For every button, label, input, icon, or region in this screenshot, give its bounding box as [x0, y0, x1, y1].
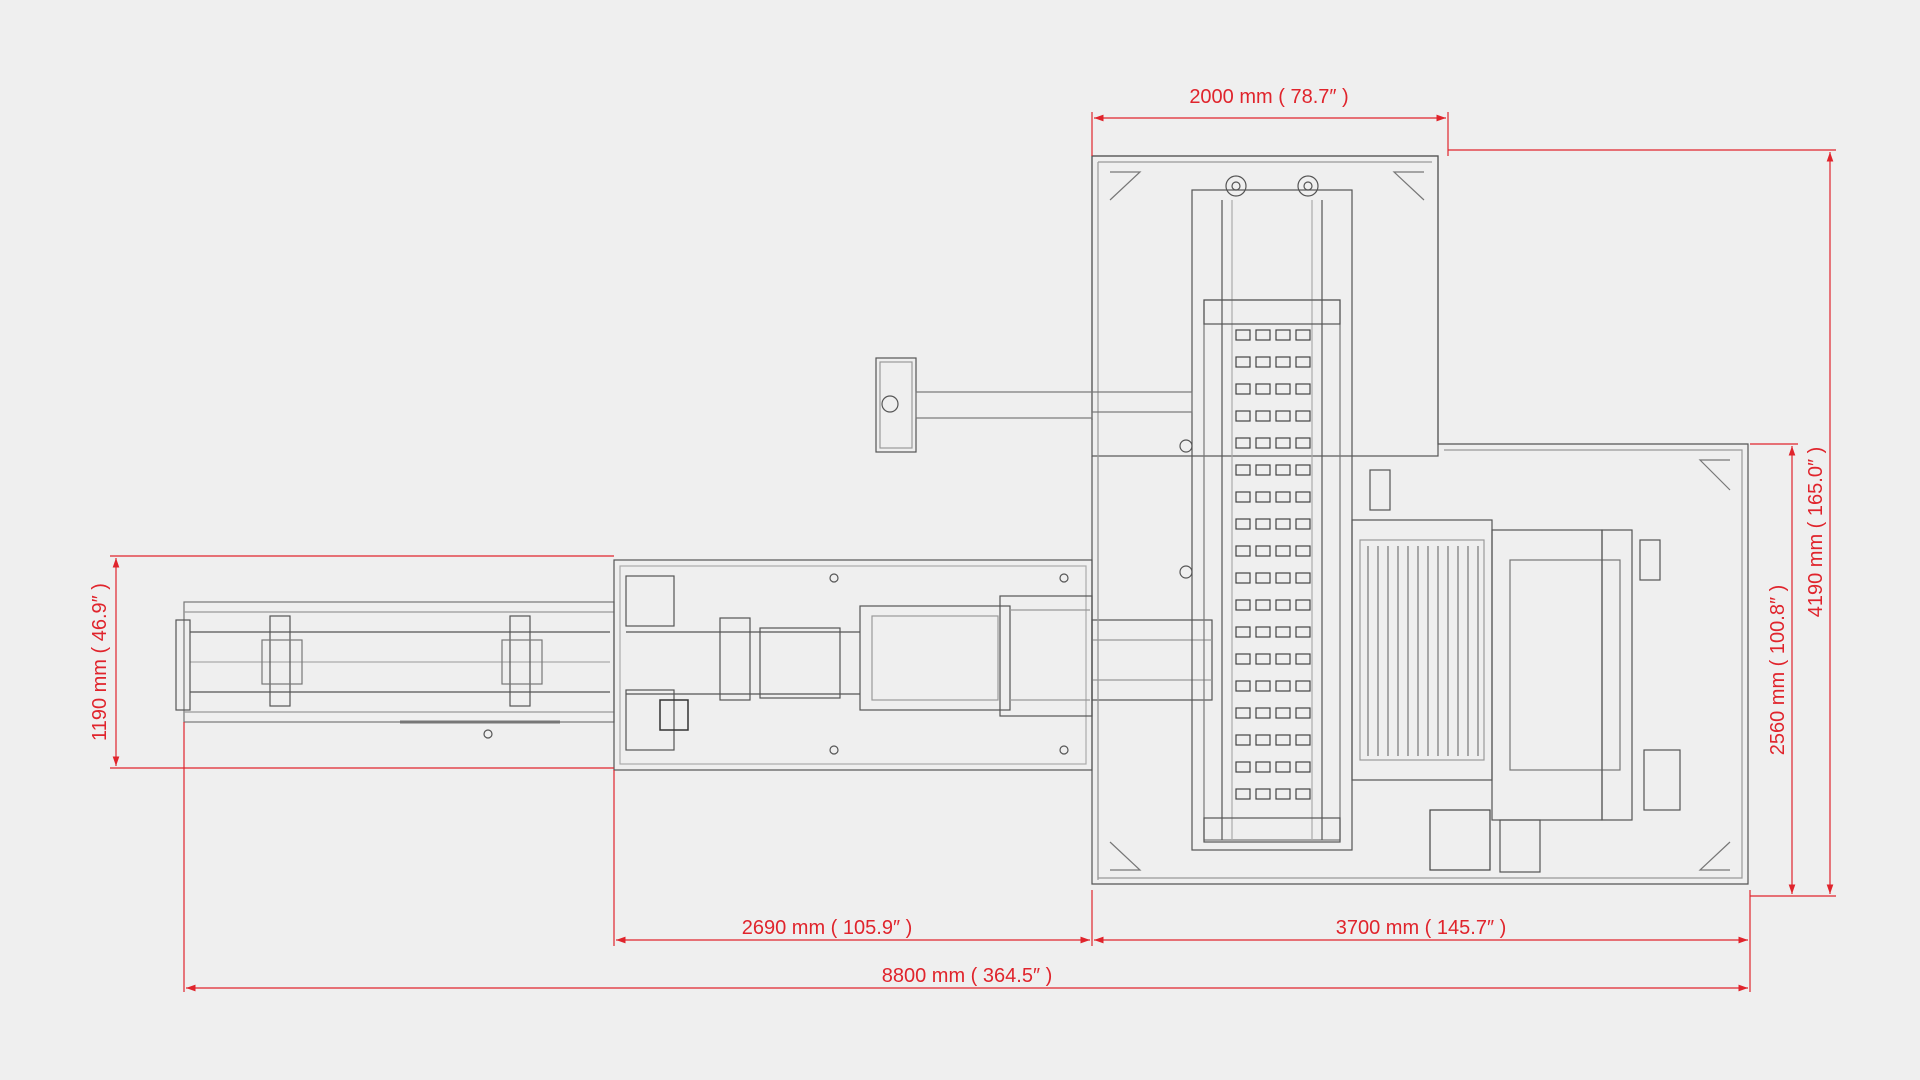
tower-cell [1295, 680, 1311, 692]
tower-cell [1275, 626, 1291, 638]
tower-cell [1295, 383, 1311, 395]
tower-cell [1235, 707, 1251, 719]
tower-cell [1235, 437, 1251, 449]
tower-cell [1255, 464, 1271, 476]
tower-cell [1255, 707, 1271, 719]
dim-mid-width: 2690 mm ( 105.9″ ) [742, 917, 913, 939]
tower-cell [1295, 545, 1311, 557]
tower-cell [1275, 707, 1291, 719]
infeed-conveyor [175, 601, 615, 739]
tower-cell [1295, 653, 1311, 665]
tower-cell [1275, 734, 1291, 746]
tower-cell [1295, 761, 1311, 773]
tower-cell [1295, 329, 1311, 341]
tower-cell [1255, 356, 1271, 368]
tower-cell [1295, 464, 1311, 476]
tower-cell [1235, 680, 1251, 692]
tower-cell [1275, 680, 1291, 692]
tower-cell [1235, 761, 1251, 773]
tower-cell [1275, 464, 1291, 476]
tower-cell [1235, 653, 1251, 665]
tower-cell [1295, 734, 1311, 746]
tower-cell [1255, 653, 1271, 665]
dimension-lines [110, 112, 1836, 992]
dim-right-width: 3700 mm ( 145.7″ ) [1336, 917, 1507, 939]
tower-cell [1295, 410, 1311, 422]
tower-cell [1235, 572, 1251, 584]
tower-cell [1255, 329, 1271, 341]
tower-cell [1255, 626, 1271, 638]
dim-left-height: 1190 mm ( 46.9″ ) [89, 583, 111, 741]
tower-cell [1255, 437, 1271, 449]
dim-total-height: 4190 mm ( 165.0″ ) [1805, 447, 1827, 618]
right-machinery [1351, 469, 1681, 873]
tower-cell [1255, 572, 1271, 584]
main-enclosure [1091, 155, 1749, 885]
tower-cell [1295, 356, 1311, 368]
tower-cell [1275, 599, 1291, 611]
tower-cell [1275, 437, 1291, 449]
tower-cell [1235, 464, 1251, 476]
tower-cell [1295, 572, 1311, 584]
tower-cell [1295, 599, 1311, 611]
tower-cell [1275, 356, 1291, 368]
tower-cell [1255, 788, 1271, 800]
tower-cell [1235, 491, 1251, 503]
tower-cell [1255, 491, 1271, 503]
tower-cell [1235, 356, 1251, 368]
tower-cell [1235, 518, 1251, 530]
tower-cell [1275, 788, 1291, 800]
tower-cell [1255, 680, 1271, 692]
tower-cell [1255, 383, 1271, 395]
control-box [875, 357, 1193, 579]
tower-cell [1235, 410, 1251, 422]
dim-right-height: 2560 mm ( 100.8″ ) [1767, 585, 1789, 756]
tower-cell [1255, 410, 1271, 422]
tower-cell [1275, 329, 1291, 341]
tower-cell [1235, 383, 1251, 395]
tower-cell [1235, 329, 1251, 341]
tower-cell [1275, 545, 1291, 557]
tower-cell [1295, 518, 1311, 530]
tower-cell [1235, 734, 1251, 746]
dim-total-width: 8800 mm ( 364.5″ ) [882, 965, 1053, 987]
dim-top-width: 2000 mm ( 78.7″ ) [1189, 86, 1348, 108]
tower-cell [1275, 653, 1291, 665]
tower-cell [1275, 518, 1291, 530]
middle-section [613, 559, 1213, 771]
tower-cell [1255, 545, 1271, 557]
tower-cell [1235, 626, 1251, 638]
tower-cell [1255, 518, 1271, 530]
tower-cell [1295, 491, 1311, 503]
tower-cell [1255, 734, 1271, 746]
tower-cell [1275, 491, 1291, 503]
tower-cell [1295, 437, 1311, 449]
tower-cell [1295, 707, 1311, 719]
tower-cell [1255, 599, 1271, 611]
tower-cell [1275, 572, 1291, 584]
tower-cell [1235, 599, 1251, 611]
tower-cell [1295, 788, 1311, 800]
tower-cell [1235, 788, 1251, 800]
tower-cell [1255, 761, 1271, 773]
tower-cell [1275, 383, 1291, 395]
machine-outline [175, 155, 1749, 885]
tower-cell [1235, 545, 1251, 557]
tower-cell [1275, 761, 1291, 773]
tower-cell [1295, 626, 1311, 638]
tower-mechanism [1191, 175, 1353, 851]
tower-cell [1275, 410, 1291, 422]
